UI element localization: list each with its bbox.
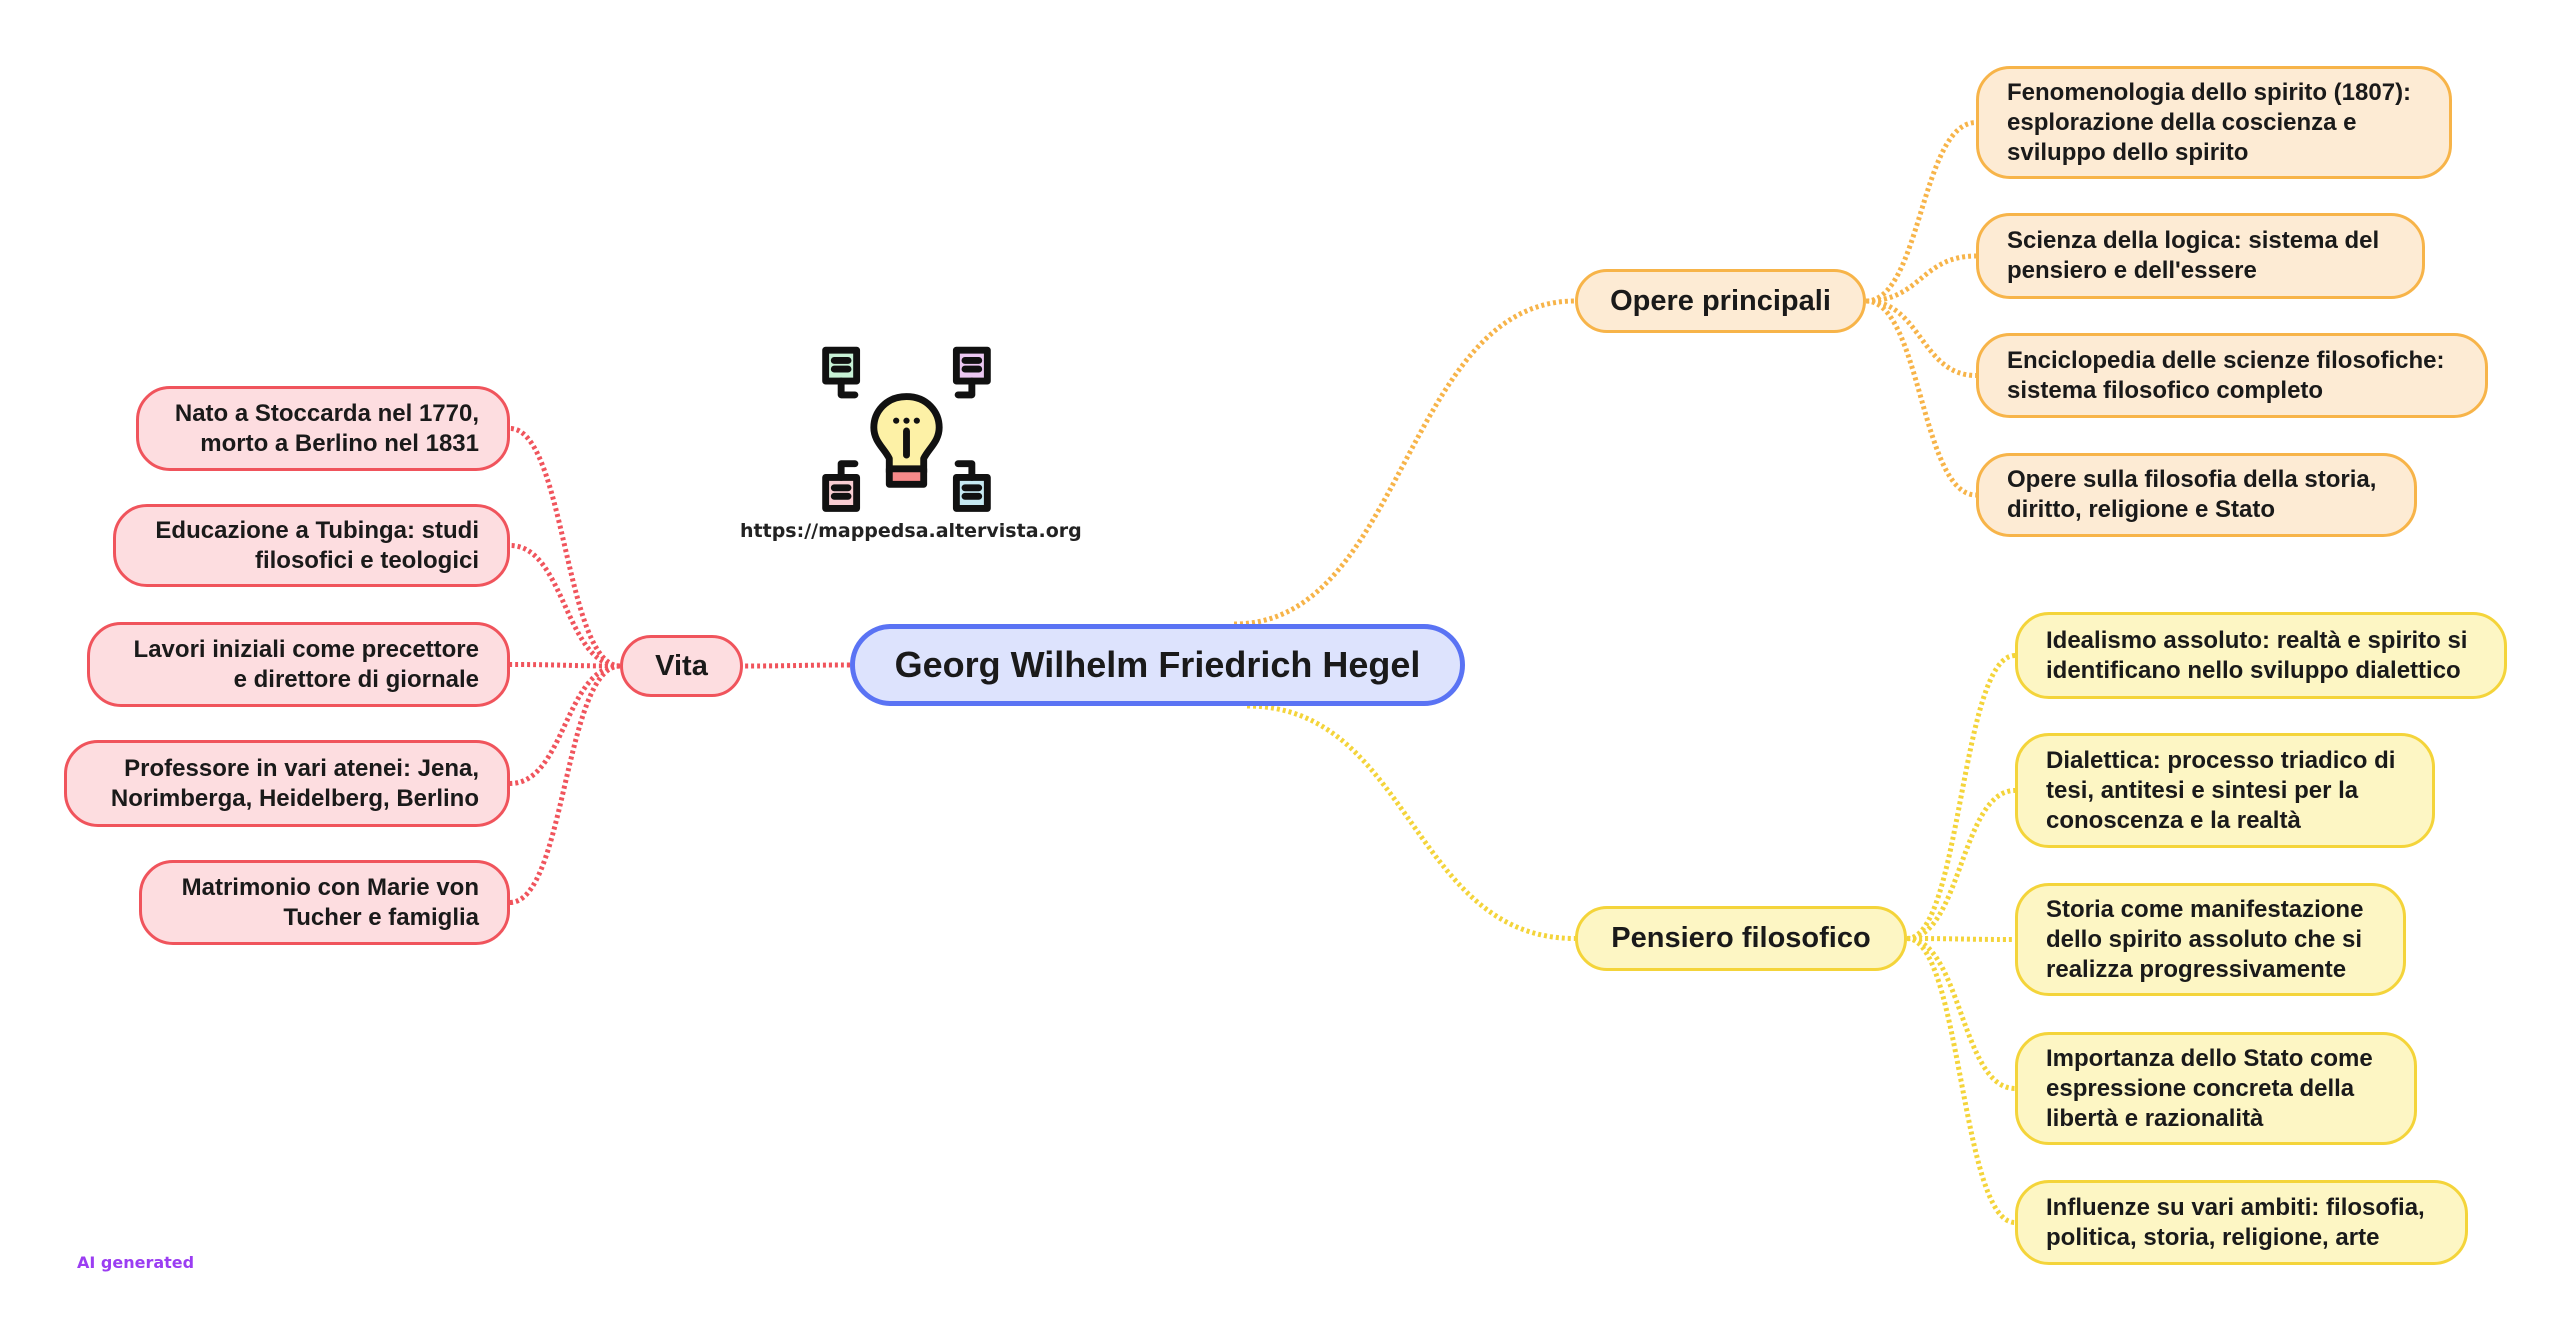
pensiero-item[interactable]: Importanza dello Stato come espressione … (2015, 1032, 2417, 1145)
vita-item[interactable]: Lavori iniziali come precettore e dirett… (87, 622, 510, 707)
vita-item[interactable]: Educazione a Tubinga: studi filosofici e… (113, 504, 510, 587)
ai-generated-label: AI generated (77, 1253, 195, 1272)
connector-line (742, 662, 851, 669)
connector-line (1906, 936, 2016, 1225)
connector-line (509, 663, 621, 905)
logo-url[interactable]: https://mappedsa.altervista.org (740, 520, 1082, 542)
connector-line (509, 543, 621, 669)
connector-line (1246, 703, 1576, 941)
connector-line (1906, 653, 2016, 941)
pensiero-item[interactable]: Influenze su vari ambiti: filosofia, pol… (2015, 1180, 2468, 1265)
lightbulb-mindmap-logo-icon (822, 346, 991, 512)
pensiero-item[interactable]: Dialettica: processo triadico di tesi, a… (2015, 733, 2435, 848)
connector-line (1865, 298, 1977, 378)
opere-item[interactable]: Scienza della logica: sistema del pensie… (1976, 213, 2425, 299)
connector-line (509, 662, 621, 669)
vita-item[interactable]: Professore in vari atenei: Jena, Norimbe… (64, 740, 510, 827)
connector-line (509, 663, 621, 786)
connector-line (1865, 253, 1977, 304)
vita-item[interactable]: Matrimonio con Marie von Tucher e famigl… (139, 860, 510, 945)
opere-item[interactable]: Fenomenologia dello spirito (1807): espl… (1976, 66, 2452, 179)
vita-item[interactable]: Nato a Stoccarda nel 1770, morto a Berli… (136, 386, 510, 471)
pensiero-item[interactable]: Idealismo assoluto: realtà e spirito si … (2015, 612, 2507, 699)
connector-line (1233, 298, 1576, 627)
connector-line (1865, 120, 1977, 304)
connector-line (1906, 788, 2016, 941)
pensiero-item[interactable]: Storia come manifestazione dello spirito… (2015, 883, 2406, 996)
branch-opere-principali[interactable]: Opere principali (1575, 269, 1866, 333)
opere-item[interactable]: Opere sulla filosofia della storia, diri… (1976, 453, 2417, 537)
central-node[interactable]: Georg Wilhelm Friedrich Hegel (850, 624, 1465, 706)
connector-line (1906, 936, 2016, 942)
connector-line (1906, 936, 2016, 1091)
opere-item[interactable]: Enciclopedia delle scienze filosofiche: … (1976, 333, 2488, 418)
branch-vita[interactable]: Vita (620, 635, 743, 697)
connector-line (1865, 298, 1977, 498)
branch-pensiero-filosofico[interactable]: Pensiero filosofico (1575, 906, 1907, 971)
